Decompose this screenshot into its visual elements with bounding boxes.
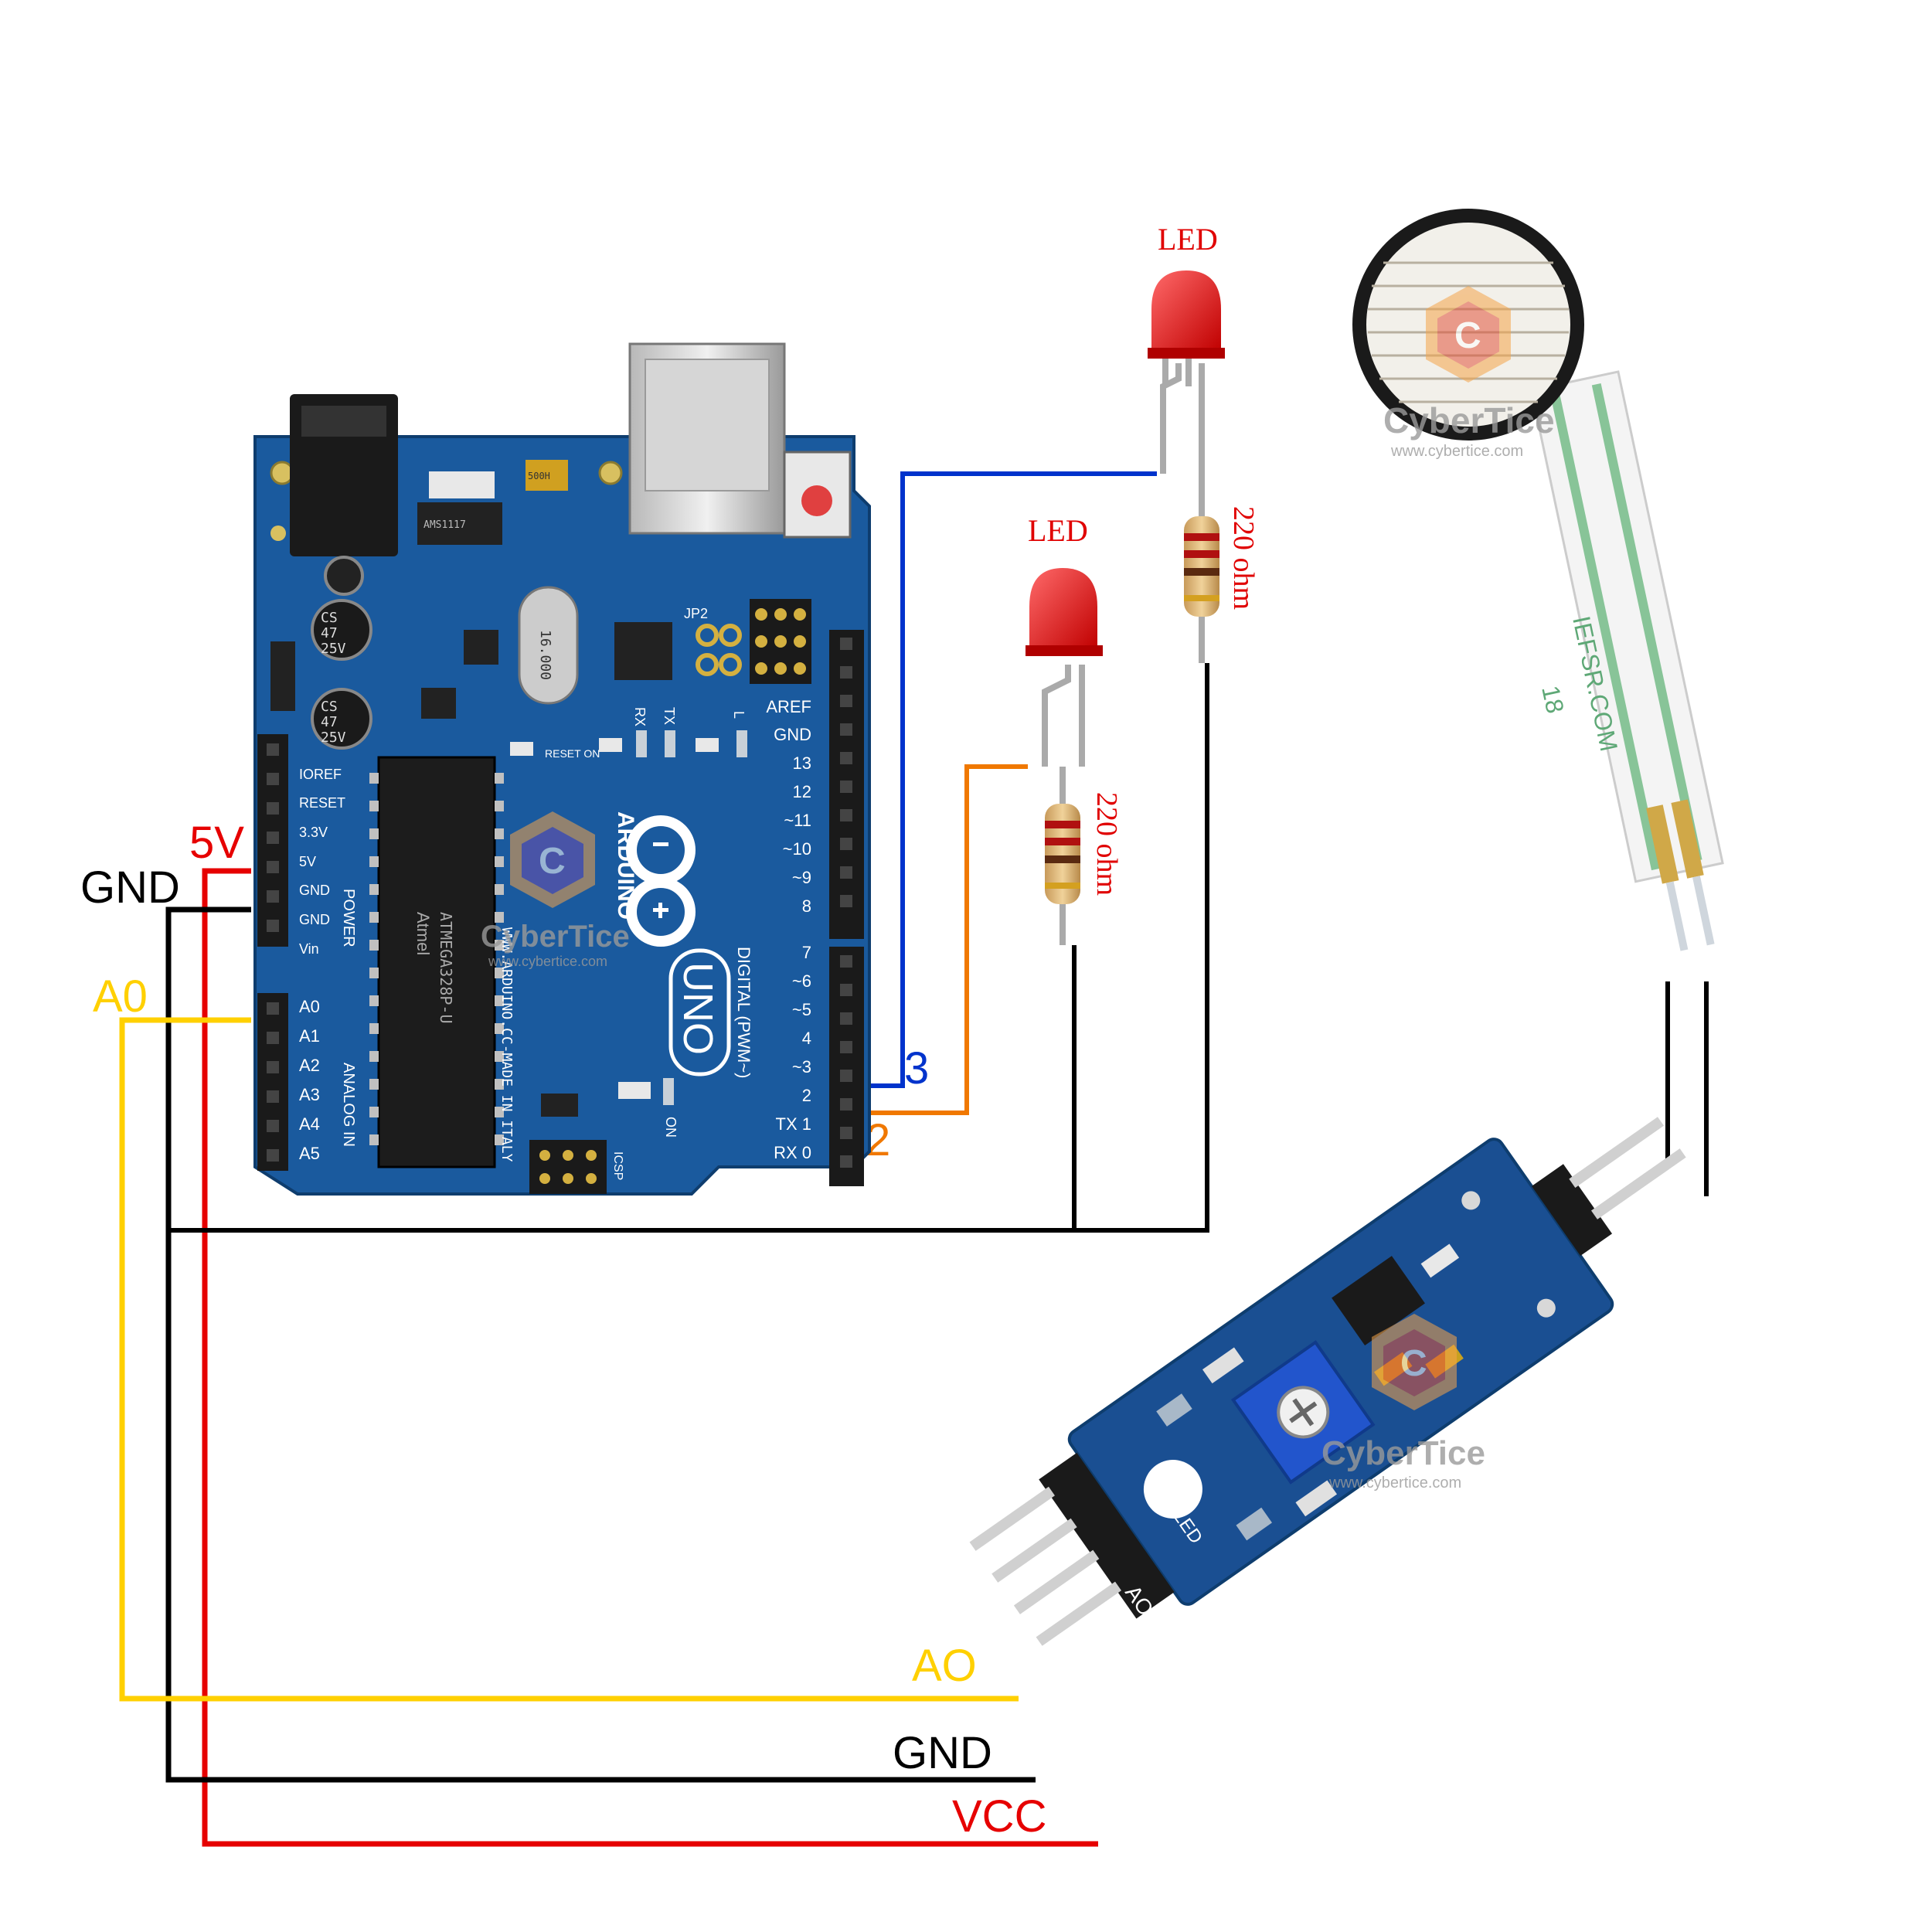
svg-text:C: C [1400, 1343, 1427, 1384]
watermark-url-2: www.cybertice.com [488, 954, 607, 969]
digital-pin-11: ~11 [784, 811, 811, 830]
arduino-brand: ARDUINO [613, 811, 638, 920]
arduino-model: UNO [675, 962, 721, 1055]
svg-text:C: C [1454, 315, 1481, 356]
analog-pin-a3: A3 [299, 1085, 320, 1104]
digital-pin-tx: TX 1 [776, 1114, 811, 1134]
wire-pin3 [867, 471, 1157, 1088]
led-bottom [1026, 568, 1103, 767]
digital-pin-8: 8 [802, 896, 811, 916]
watermark-name-3: CyberTice [1321, 1434, 1485, 1472]
power-pin-5v: 5V [299, 854, 316, 869]
label-gnd-right: GND [893, 1728, 992, 1778]
digital-pin-5: ~5 [792, 1000, 811, 1019]
svg-text:CS: CS [321, 610, 338, 626]
digital-pin-6: ~6 [792, 971, 811, 991]
wire-a0 [119, 1017, 1019, 1702]
label-a0-left: A0 [93, 971, 148, 1022]
digital-pin-7: 7 [802, 943, 811, 962]
power-label: POWER [340, 889, 357, 947]
module-pin-do: DO [1157, 1600, 1195, 1641]
analog-label: ANALOG IN [340, 1063, 357, 1147]
module-pin-gnd: GND [1190, 1620, 1237, 1673]
power-pin-reset: RESET [299, 795, 345, 811]
rx-label: RX [632, 707, 648, 726]
digital-pin-4: 4 [802, 1029, 811, 1048]
digital-pin-10: ~10 [783, 839, 811, 859]
power-pin-ioref: IOREF [299, 767, 342, 782]
jp2-label: JP2 [684, 606, 708, 621]
digital-pin-2: 2 [802, 1086, 811, 1105]
reset-on-label: RESET ON [545, 747, 600, 760]
wire-5v [202, 868, 1098, 1847]
resistor-bottom-label: 220 ohm [1090, 792, 1123, 896]
power-pin-vin: Vin [299, 941, 319, 957]
on-label: ON [663, 1117, 679, 1138]
led-bottom-label: LED [1028, 513, 1088, 548]
svg-text:AMS1117: AMS1117 [423, 519, 466, 531]
analog-pin-a0: A0 [299, 997, 320, 1016]
analog-pin-a2: A2 [299, 1056, 320, 1075]
svg-text:47: 47 [321, 625, 338, 641]
led-top [1148, 270, 1225, 474]
arduino-logo [626, 815, 696, 947]
digital-pin-12: 12 [793, 782, 811, 801]
digital-pin-3: ~3 [792, 1057, 811, 1077]
digital-label: DIGITAL (PWM~) [734, 947, 753, 1079]
digital-pin-rx: RX 0 [774, 1143, 811, 1162]
l-label: L [731, 711, 747, 719]
watermark-name-1: CyberTice [1383, 400, 1555, 440]
svg-text:25V: 25V [321, 730, 346, 746]
analog-pin-a1: A1 [299, 1026, 320, 1046]
resistor-top-label: 220 ohm [1227, 506, 1260, 610]
pwr-led-label: PWR-LED [1335, 1599, 1417, 1665]
label-ao-right: AO [912, 1641, 977, 1691]
analog-pin-a4: A4 [299, 1114, 320, 1134]
svg-text:C: C [539, 841, 566, 882]
watermark-url-1: www.cybertice.com [1390, 443, 1523, 460]
digital-pin-gnd: GND [774, 725, 811, 744]
power-pin-gnd1: GND [299, 883, 330, 898]
arduino-board: AMS1117 500H CS 47 25V CS 47 25V 16.000 … [253, 342, 871, 1196]
digital-pin-aref: AREF [766, 697, 811, 716]
fsr-model: 18 [1536, 683, 1570, 716]
svg-text:47: 47 [321, 714, 338, 730]
led-top-label: LED [1158, 222, 1218, 257]
svg-text:16.000: 16.000 [537, 630, 553, 680]
watermark-logo: C C C [510, 286, 1511, 1410]
power-pin-3v3: 3.3V [299, 825, 328, 840]
label-5v: 5V [189, 818, 244, 868]
label-gnd-left: GND [80, 862, 180, 913]
fsr-sensor [1352, 209, 1724, 951]
sensor-module [969, 1117, 1686, 1646]
svg-text:CS: CS [321, 699, 338, 715]
label-pin3: 3 [904, 1043, 929, 1094]
wire-gnd [165, 906, 1036, 1783]
digital-pin-9: ~9 [792, 868, 811, 887]
digital-pin-13: 13 [793, 753, 811, 773]
chip-brand: Atmel [413, 912, 433, 955]
power-pin-gnd2: GND [299, 912, 330, 927]
resistor-top [1184, 474, 1219, 663]
resistor-bottom [1045, 767, 1080, 945]
svg-text:25V: 25V [321, 641, 346, 657]
tx-label: TX [662, 707, 677, 725]
label-vcc-right: VCC [952, 1791, 1046, 1842]
made-in-label: WWW.ARDUINO.CC-MADE IN ITALY [498, 927, 515, 1162]
analog-pin-a5: A5 [299, 1144, 320, 1163]
wires [119, 471, 1709, 1847]
module-pin-vcc: VCC [1240, 1641, 1286, 1692]
icsp-label: ICSP [611, 1151, 624, 1180]
watermark-url-3: www.cybertice.com [1328, 1475, 1461, 1492]
wire-pin2 [867, 764, 1028, 1115]
chip-text: ATMEGA328P-U [437, 912, 455, 1024]
svg-text:500H: 500H [528, 471, 550, 481]
watermark-name-2: CyberTice [481, 920, 630, 954]
wire-gnd-bus [168, 663, 1209, 1233]
